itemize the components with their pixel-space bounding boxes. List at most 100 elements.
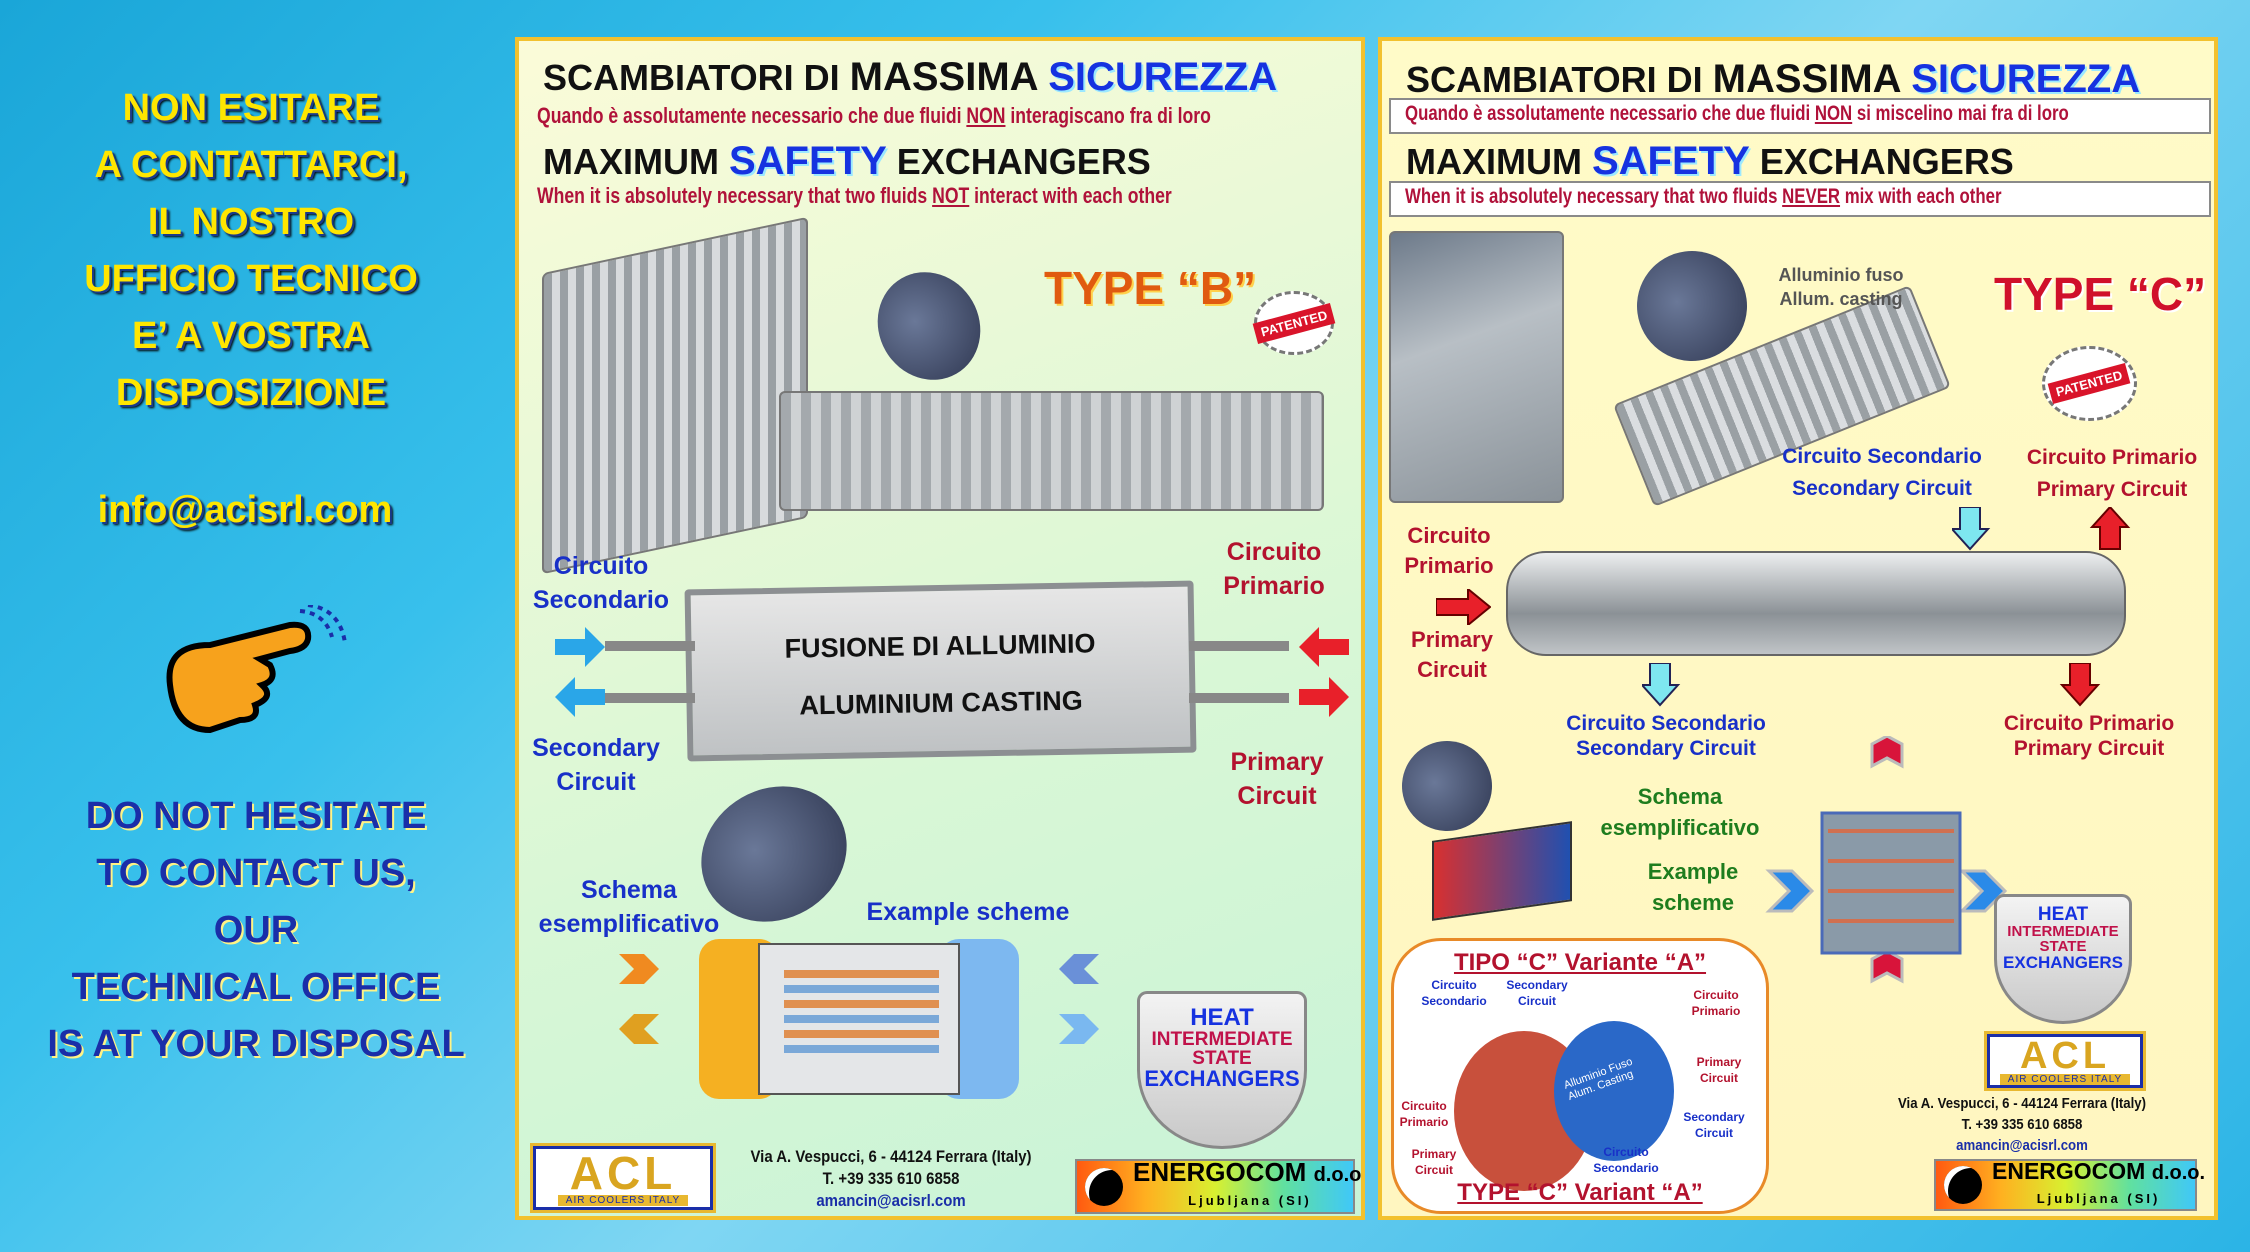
title-italian: SCAMBIATORI DI MASSIMA SICUREZZA — [1406, 57, 2140, 102]
patented-text: PATENTED — [1252, 302, 1336, 344]
heat-intermediate-badge: HEAT INTERMEDIATE STATE EXCHANGERS — [1137, 991, 1307, 1149]
text-line: NON ESITARE — [122, 87, 380, 129]
subtitle-english: When it is absolutely necessary that two… — [537, 183, 1330, 209]
worker-photo — [1389, 231, 1564, 503]
text: Allum. casting — [1779, 289, 1903, 309]
logo-subtext: Ljubljana (SI) — [1188, 1193, 1312, 1208]
title-english: MAXIMUM SAFETY EXCHANGERS — [543, 139, 1151, 184]
address: Via A. Vespucci, 6 - 44124 Ferrara (Ital… — [1897, 1095, 2147, 1112]
text-line: TECHNICAL OFFICE — [71, 966, 441, 1008]
contact-email-link[interactable]: info@acisrl.com — [97, 489, 393, 531]
text-emphasis: NOT — [932, 183, 970, 208]
text: Secondario — [1421, 994, 1487, 1008]
text: Circuit — [1237, 782, 1317, 810]
email-link[interactable]: amancin@acisrl.com — [1956, 1137, 2088, 1154]
text: Circuito — [1407, 523, 1491, 548]
aluminium-casting-block: FUSIONE DI ALLUMINIO ALUMINIUM CASTING — [684, 580, 1197, 762]
text: Example — [1647, 859, 1739, 884]
text: Secondario — [532, 586, 670, 614]
badge-text: STATE — [2039, 938, 2087, 955]
casting-label-it: FUSIONE DI ALLUMINIO — [784, 628, 1096, 664]
title-highlight: SAFETY — [1591, 139, 1750, 183]
text: Schema — [581, 876, 677, 904]
title-part: MASSIMA — [1712, 57, 1912, 101]
title-part: MASSIMA — [849, 55, 1049, 99]
core-flow-diagram — [1765, 736, 2008, 984]
text: Primary Circuit — [2036, 478, 2188, 501]
text: Quando è assolutamente necessario che du… — [1405, 102, 1815, 125]
logo-text: ACL — [2019, 1034, 2111, 1077]
example-scheme-label: Example scheme — [866, 898, 1070, 926]
text: Circuit — [1694, 1126, 1734, 1140]
text: Circuito — [1603, 1145, 1649, 1159]
logo-text: ENERGOCOM — [1992, 1158, 2146, 1184]
text: Quando è assolutamente necessario che du… — [537, 103, 967, 128]
type-b-panel: SCAMBIATORI DI MASSIMA SICUREZZA Quando … — [515, 37, 1365, 1220]
logo-subtext: Ljubljana (SI) — [2036, 1191, 2161, 1206]
text: Circuito Secondario — [1782, 445, 1982, 468]
text-line: DISPOSIZIONE — [115, 372, 387, 414]
variant-title-it: TIPO “C” Variante “A” — [1453, 949, 1707, 976]
pitcher-icon — [858, 253, 1000, 399]
badge-text: INTERMEDIATE — [2007, 923, 2119, 940]
text: si miscelino mai fra di loro — [1852, 102, 2069, 125]
text: Primary Circuit — [2013, 737, 2165, 760]
text: Secondary — [1506, 978, 1568, 992]
text: Schema — [1637, 784, 1723, 809]
address: Via A. Vespucci, 6 - 44124 Ferrara (Ital… — [750, 1147, 1032, 1166]
heat-intermediate-badge: HEAT INTERMEDIATE STATE EXCHANGERS — [1994, 894, 2132, 1024]
text: esemplificativo — [538, 910, 720, 938]
text: Circuit — [1417, 657, 1487, 682]
badge-text: STATE — [1192, 1048, 1252, 1069]
text: Secondario — [1593, 1161, 1659, 1175]
text: Primario — [1399, 1115, 1449, 1129]
energocom-logo: ENERGOCOM d.o.o.Ljubljana (SI) — [1075, 1157, 1361, 1214]
variant-a-panel: TIPO “C” Variante “A” Alluminio Fuso Alu… — [1391, 938, 1769, 1214]
secondary-flow-arrows — [555, 627, 695, 717]
scheme-box-icon — [1432, 821, 1572, 921]
text: Circuit — [556, 768, 636, 796]
text: Primary — [1411, 627, 1493, 652]
radiator-photo — [542, 216, 808, 575]
badge-text: HEAT — [1190, 1004, 1254, 1031]
text: scheme — [1652, 890, 1734, 915]
email-link[interactable]: amancin@acisrl.com — [816, 1191, 966, 1210]
text: Circuit — [1517, 994, 1557, 1008]
title-highlight: SICUREZZA — [1048, 55, 1278, 99]
text-line: OUR — [213, 909, 299, 951]
energocom-logo: ENERGOCOM d.o.o.Ljubljana (SI) — [1934, 1158, 2205, 1211]
logo-text: ENERGOCOM — [1133, 1157, 1307, 1187]
subtitle-english: When it is absolutely necessary that two… — [1389, 181, 2211, 217]
text: Alluminio fuso — [1778, 265, 1904, 285]
text-emphasis: NEVER — [1782, 185, 1841, 208]
contact-address: Via A. Vespucci, 6 - 44124 Ferrara (Ital… — [750, 1146, 1031, 1212]
contact-address: Via A. Vespucci, 6 - 44124 Ferrara (Ital… — [1898, 1093, 2146, 1156]
text-line: E’ A VOSTRA — [132, 315, 370, 357]
text-line: UFFICIO TECNICO — [84, 258, 418, 300]
text: Primario — [1223, 572, 1325, 600]
text: Circuit — [1699, 1071, 1739, 1085]
title-highlight: SAFETY — [728, 139, 887, 183]
schema-label: Schema esemplificativo — [539, 873, 720, 941]
text: Primary — [1230, 748, 1324, 776]
text: Primario — [1691, 1004, 1741, 1018]
text: Circuito Primario — [2003, 712, 2175, 735]
pointing-hand-icon — [166, 605, 347, 734]
title-part: SCAMBIATORI DI — [1406, 59, 1713, 100]
text-emphasis: NON — [1814, 102, 1853, 125]
patented-stamp: PATENTED — [1252, 291, 1336, 355]
text: esemplificativo — [1600, 815, 1760, 840]
text-line: DO NOT HESITATE — [85, 795, 427, 837]
subtitle-italian: Quando è assolutamente necessario che du… — [1389, 98, 2211, 134]
